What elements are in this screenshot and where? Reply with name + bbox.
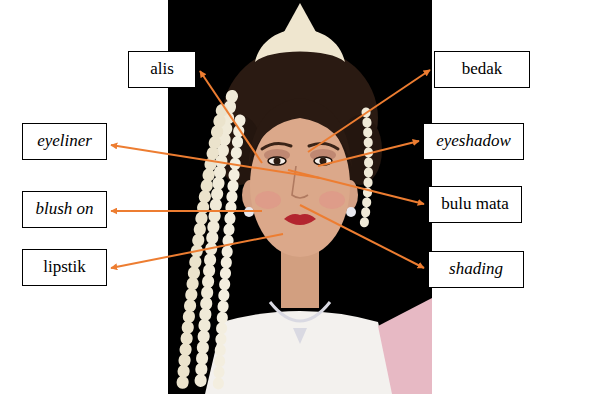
leader-line (300, 205, 424, 268)
part-label: bedak (462, 59, 503, 79)
iris (274, 158, 281, 165)
necklace-pendant (293, 328, 307, 344)
label-box: eyeshadow (423, 123, 524, 160)
part-label: shading (449, 259, 503, 279)
part-label: eyeliner (37, 131, 92, 151)
leader-line (200, 71, 262, 163)
earring (346, 207, 356, 217)
blush (319, 191, 345, 209)
label-box: bulu mata (428, 186, 522, 223)
headpiece-tip (284, 3, 316, 32)
eyebrow (262, 144, 291, 149)
part-label: eyeshadow (436, 131, 511, 151)
jasmine-strand (364, 112, 369, 225)
lips (284, 214, 316, 225)
jasmine-strand (218, 120, 240, 390)
part-label: alis (150, 59, 174, 79)
label-box: lipstik (22, 249, 107, 286)
leader-line (111, 145, 320, 178)
leader-lines (111, 70, 430, 268)
part-label: blush on (35, 199, 93, 219)
leader-line (111, 210, 262, 212)
leader-line (288, 170, 424, 204)
necklace (270, 302, 330, 321)
leader-line (318, 141, 419, 166)
photo-background (168, 0, 432, 394)
leader-line (308, 70, 430, 152)
blush (255, 191, 281, 209)
label-box: blush on (22, 191, 107, 228)
label-box: alis (128, 51, 196, 88)
part-label: bulu mata (441, 194, 509, 214)
leader-line (111, 234, 283, 268)
eye (268, 157, 286, 165)
dress (205, 311, 395, 394)
label-box: shading (428, 251, 524, 288)
scarf (378, 298, 432, 394)
label-box: eyeliner (22, 123, 107, 160)
label-box: bedak (434, 51, 530, 88)
part-label: lipstik (43, 257, 86, 277)
headpiece (255, 29, 345, 62)
